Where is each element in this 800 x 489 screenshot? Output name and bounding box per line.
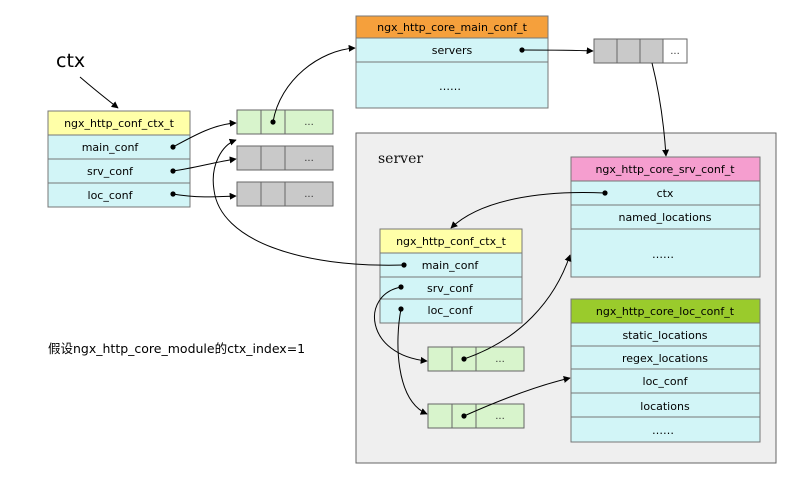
core-loc-conf-box: ngx_http_core_loc_conf_t static_location… <box>570 298 761 443</box>
main-conf-title: ngx_http_core_main_conf_t <box>377 21 527 34</box>
srv-conf-ctx: ctx <box>657 187 674 200</box>
srv-conf-title: ngx_http_core_srv_conf_t <box>595 163 735 176</box>
outer-srv-conf-array: ... <box>236 145 334 171</box>
arrow-outer-srv-to-array <box>172 156 237 172</box>
arrow-outer-loc-to-array <box>172 192 237 200</box>
outer-loc-array-ellipsis: ... <box>304 189 314 200</box>
arrow-inner-srv-to-array <box>374 286 428 364</box>
outer-ctx-loc-conf: loc_conf <box>88 189 134 202</box>
servers-array: ... <box>593 38 688 64</box>
ctx-label: ctx <box>56 50 85 72</box>
loc-conf-static-locations: static_locations <box>622 329 707 342</box>
server-label: server <box>378 151 423 167</box>
arrow-array-to-loc-conf-box <box>463 376 571 417</box>
loc-conf-loc-conf: loc_conf <box>643 375 689 388</box>
outer-ctx-main-conf: main_conf <box>82 141 140 154</box>
loc-conf-title: ngx_http_core_loc_conf_t <box>596 305 735 318</box>
servers-array-ellipsis: ... <box>670 46 680 57</box>
inner-ctx-loc-conf: loc_conf <box>428 304 474 317</box>
srv-conf-named-locations: named_locations <box>618 211 711 224</box>
loc-conf-more: …… <box>652 424 674 437</box>
outer-main-array-ellipsis: ... <box>304 117 314 128</box>
inner-loc-array-ellipsis: ... <box>495 411 505 422</box>
main-conf-more: …… <box>439 80 461 93</box>
core-srv-conf-box: ngx_http_core_srv_conf_t ctx named_locat… <box>570 156 761 278</box>
inner-ctx-title: ngx_http_conf_ctx_t <box>396 235 507 248</box>
inner-ctx-main-conf: main_conf <box>422 259 480 272</box>
arrow-inner-loc-to-array <box>397 308 428 415</box>
arrow-srv-ctx-to-inner-ctx <box>450 192 606 229</box>
srv-conf-more: …… <box>652 248 674 261</box>
arrow-outer-main-to-array <box>172 119 237 148</box>
outer-main-conf-array: ... <box>236 109 334 135</box>
ctx-arrow <box>79 76 119 109</box>
inner-loc-conf-array: ... <box>427 403 525 429</box>
arrow-array-to-srv-conf-box <box>463 254 572 360</box>
outer-loc-conf-array: ... <box>236 181 334 207</box>
arrow-inner-main-to-outer-array <box>212 138 405 266</box>
outer-ctx-srv-conf: srv_conf <box>87 165 134 178</box>
loc-conf-locations: locations <box>640 400 690 413</box>
arrow-servers-to-array <box>521 47 594 55</box>
outer-srv-array-ellipsis: ... <box>304 153 314 164</box>
outer-ctx-title: ngx_http_conf_ctx_t <box>64 117 175 130</box>
core-main-conf-box: ngx_http_core_main_conf_t servers …… <box>355 15 549 109</box>
ctx-index-note: 假设ngx_http_core_module的ctx_index=1 <box>48 341 305 356</box>
outer-conf-ctx-box: ngx_http_conf_ctx_t main_conf srv_conf l… <box>47 110 191 208</box>
main-conf-servers: servers <box>432 44 473 57</box>
inner-srv-conf-array: ... <box>427 346 525 372</box>
loc-conf-regex-locations: regex_locations <box>622 352 708 365</box>
connector-arrows <box>172 44 670 417</box>
arrow-array-to-main-conf <box>272 44 356 123</box>
arrow-array-to-srv-conf <box>651 62 670 157</box>
inner-ctx-srv-conf: srv_conf <box>427 282 474 295</box>
inner-conf-ctx-box: ngx_http_conf_ctx_t main_conf srv_conf l… <box>379 228 523 324</box>
inner-srv-array-ellipsis: ... <box>495 354 505 365</box>
